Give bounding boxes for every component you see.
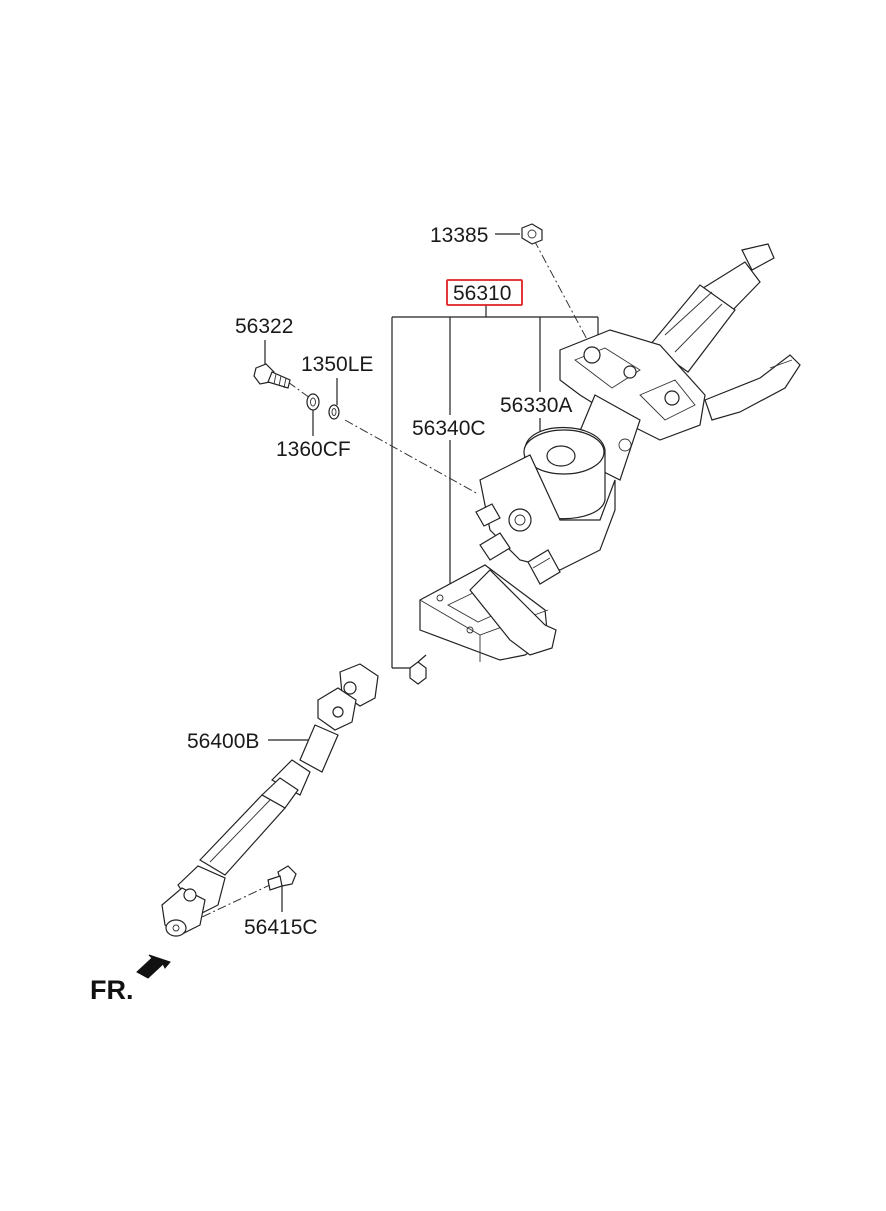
leader-lines — [199, 233, 599, 919]
label-1350LE: 1350LE — [301, 353, 373, 376]
bolt-56322 — [253, 363, 291, 389]
label-56400B: 56400B — [187, 730, 259, 753]
highlight-box — [446, 279, 523, 306]
label-front: FR. — [90, 975, 134, 1005]
label-56310: 56310 — [453, 282, 511, 305]
intermediate-shaft-56400B — [161, 663, 379, 937]
label-56415C: 56415C — [244, 916, 318, 939]
front-direction-arrow-icon — [136, 954, 171, 979]
washer-1360CF — [306, 393, 320, 411]
label-13385: 13385 — [430, 224, 488, 247]
label-56322: 56322 — [235, 315, 293, 338]
washer-1350LE — [328, 404, 340, 420]
label-56340C: 56340C — [412, 417, 486, 440]
steering-column-assembly — [409, 243, 801, 685]
bolt-56415C — [267, 865, 297, 891]
nut-13385 — [521, 223, 543, 245]
label-56330A: 56330A — [500, 394, 572, 417]
label-1360CF: 1360CF — [276, 438, 351, 461]
